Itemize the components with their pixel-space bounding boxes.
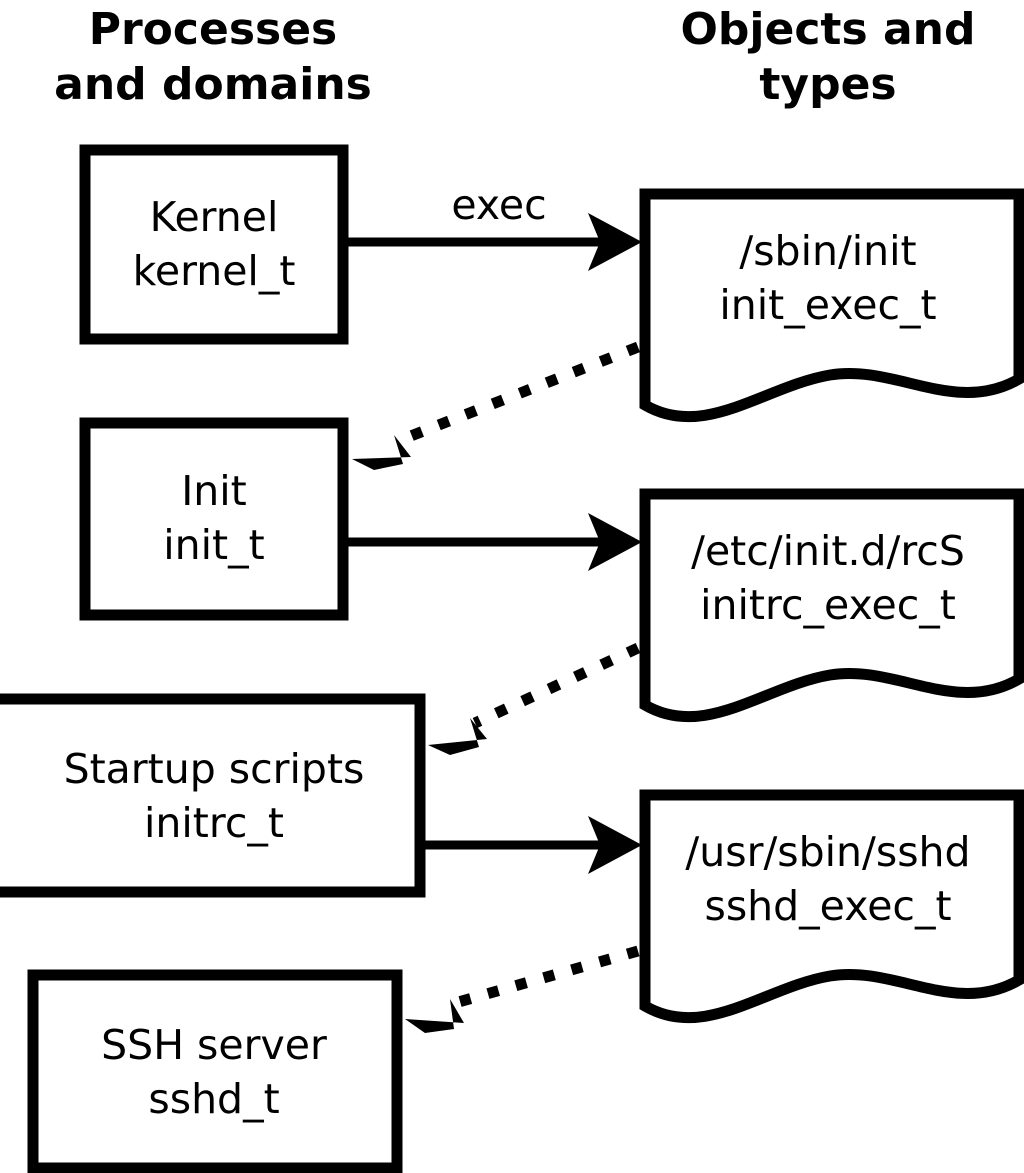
node-sbin-init-line2: init_exec_t bbox=[719, 281, 936, 329]
edge-rcsexec-to-initrc bbox=[428, 643, 641, 755]
node-init-box[interactable] bbox=[79, 417, 349, 621]
node-sshd-line1: SSH server bbox=[101, 1021, 327, 1069]
edge-label-exec: exec bbox=[451, 181, 546, 229]
node-etc-initd-rcs-line2: initrc_exec_t bbox=[700, 581, 956, 629]
node-initrc[interactable]: Startup scripts initrc_t bbox=[0, 693, 426, 898]
edge-initexec-to-init bbox=[352, 341, 641, 470]
edge-sshdexec-to-sshd-line bbox=[453, 945, 640, 1009]
column-header-processes-line2: and domains bbox=[54, 59, 372, 110]
edge-initrc-exec-sshd bbox=[425, 816, 642, 874]
node-initrc-line1: Startup scripts bbox=[64, 745, 365, 793]
edge-rcsexec-to-initrc-arrowhead bbox=[428, 718, 487, 755]
column-header-processes: Processes and domains bbox=[54, 4, 372, 110]
node-sshd-box[interactable] bbox=[27, 969, 403, 1173]
node-sbin-init-line1: /sbin/init bbox=[739, 227, 916, 275]
node-usr-sbin-sshd[interactable]: /usr/sbin/sshd sshd_exec_t bbox=[639, 789, 1024, 1024]
node-usr-sbin-sshd-line1: /usr/sbin/sshd bbox=[685, 828, 970, 876]
edge-initexec-to-init-line bbox=[395, 341, 641, 447]
node-sbin-init-doc[interactable] bbox=[639, 188, 1024, 423]
edge-sshdexec-to-sshd bbox=[405, 945, 640, 1033]
column-header-objects: Objects and types bbox=[681, 4, 976, 110]
column-header-objects-line1: Objects and bbox=[681, 4, 976, 55]
column-header-processes-line1: Processes bbox=[89, 4, 338, 55]
node-initrc-box[interactable] bbox=[0, 693, 426, 898]
node-sshd[interactable]: SSH server sshd_t bbox=[27, 969, 403, 1173]
edge-init-exec-rcs bbox=[348, 513, 642, 571]
node-init-line2: init_t bbox=[163, 521, 264, 569]
edge-kernel-exec-init-arrowhead bbox=[588, 213, 642, 271]
node-etc-initd-rcs[interactable]: /etc/init.d/rcS initrc_exec_t bbox=[639, 488, 1024, 723]
edge-initrc-exec-sshd-arrowhead bbox=[588, 816, 642, 874]
node-sshd-line2: sshd_t bbox=[148, 1075, 279, 1123]
edge-initexec-to-init-arrowhead bbox=[352, 435, 411, 470]
node-sbin-init[interactable]: /sbin/init init_exec_t bbox=[639, 188, 1024, 423]
node-init-line1: Init bbox=[181, 467, 247, 515]
node-usr-sbin-sshd-line2: sshd_exec_t bbox=[704, 882, 951, 930]
edge-sshdexec-to-sshd-arrowhead bbox=[405, 999, 464, 1033]
node-kernel-line2: kernel_t bbox=[133, 247, 296, 295]
edge-kernel-exec-init: exec bbox=[348, 181, 642, 271]
node-kernel[interactable]: Kernel kernel_t bbox=[79, 144, 349, 345]
node-usr-sbin-sshd-doc[interactable] bbox=[639, 789, 1024, 1024]
node-kernel-line1: Kernel bbox=[150, 193, 279, 241]
edge-rcsexec-to-initrc-line bbox=[472, 643, 641, 728]
node-etc-initd-rcs-line1: /etc/init.d/rcS bbox=[691, 527, 965, 575]
node-kernel-box[interactable] bbox=[79, 144, 349, 345]
node-initrc-line2: initrc_t bbox=[144, 799, 284, 847]
edge-init-exec-rcs-arrowhead bbox=[588, 513, 642, 571]
node-etc-initd-rcs-doc[interactable] bbox=[639, 488, 1024, 723]
node-init[interactable]: Init init_t bbox=[79, 417, 349, 621]
column-header-objects-line2: types bbox=[759, 59, 896, 110]
